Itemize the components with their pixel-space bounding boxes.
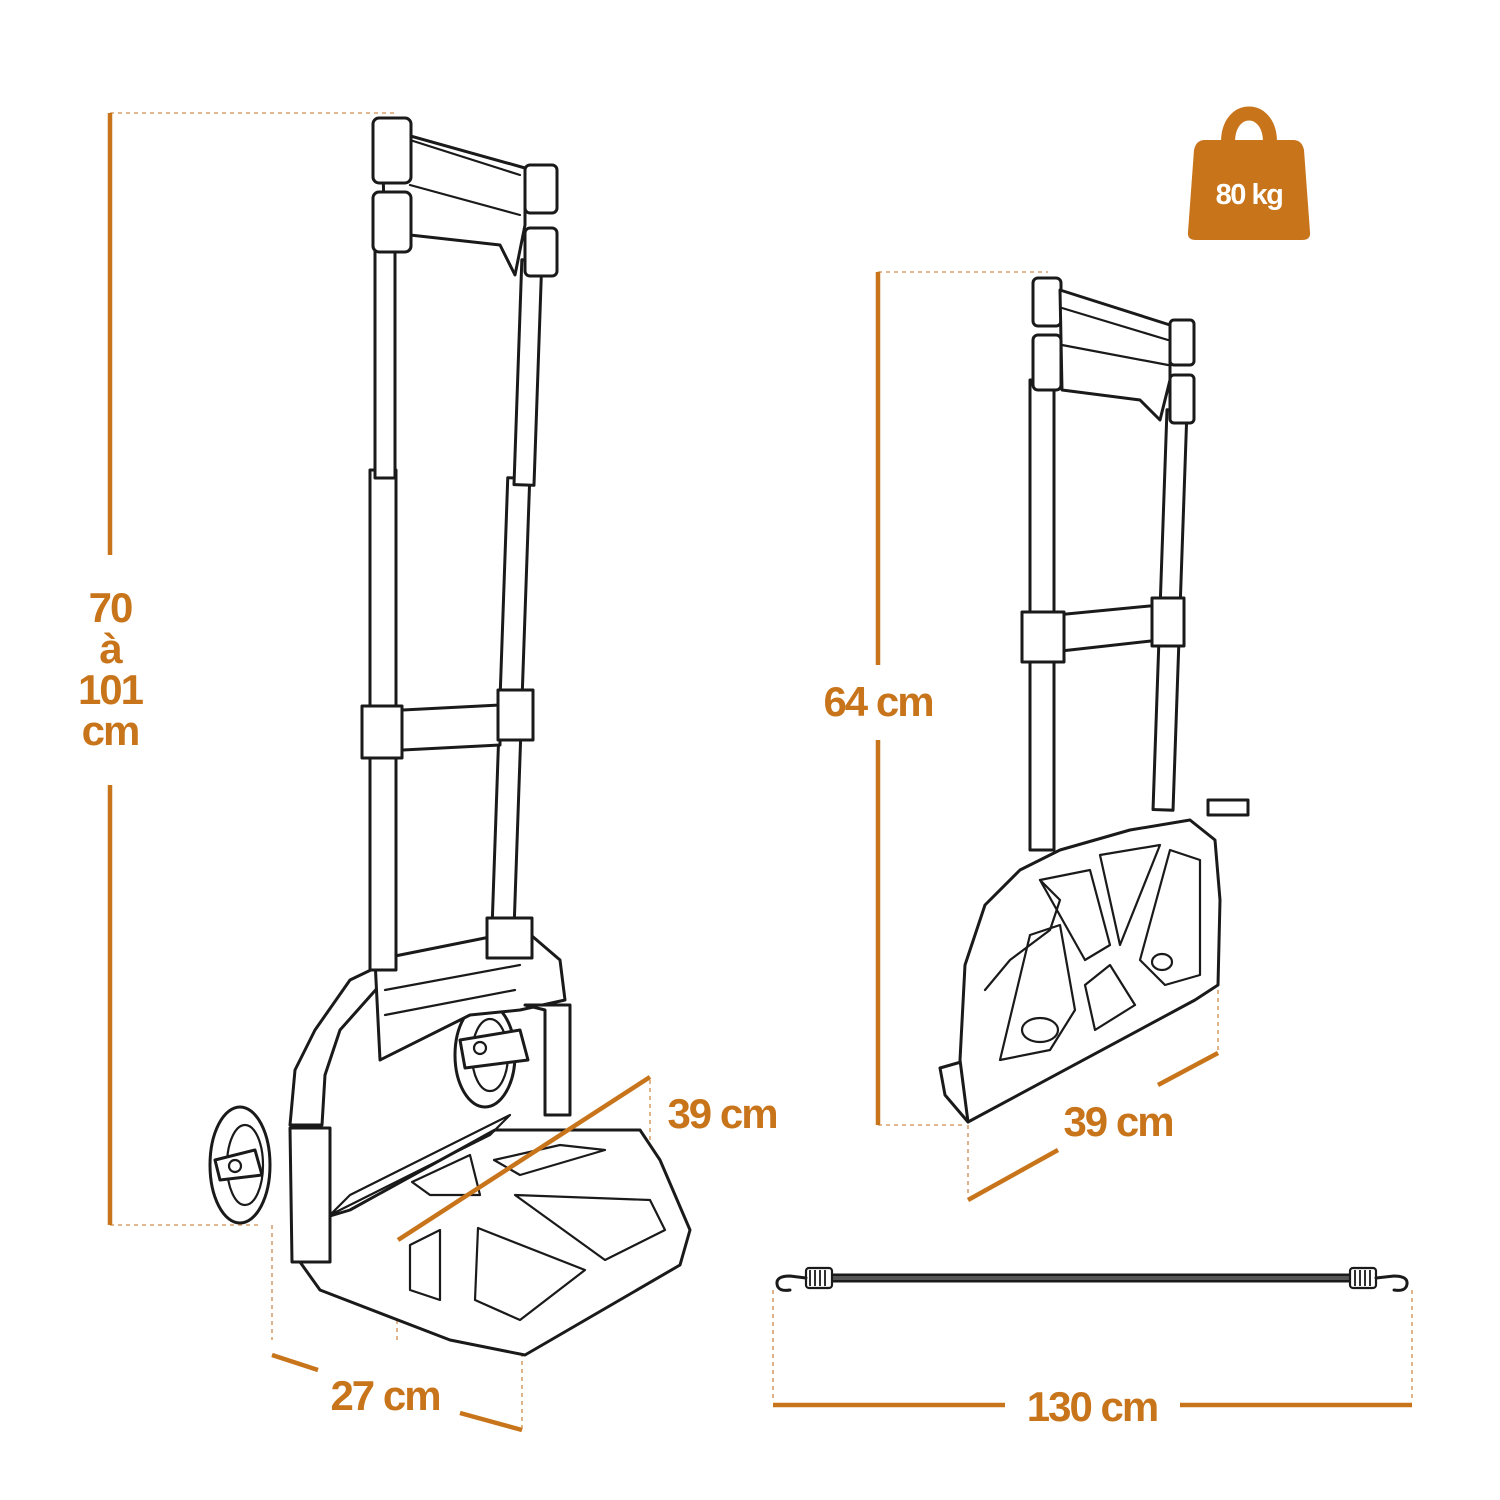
- unfolded-height-label-line3: 101: [78, 666, 144, 713]
- folded-height-label: 64 cm: [823, 678, 932, 725]
- weight-icon: [1187, 106, 1311, 240]
- folded-trolley-drawing: [875, 271, 1250, 1202]
- unfolded-depth-label: 27 cm: [330, 1372, 439, 1419]
- unfolded-trolley-drawing: [107, 112, 692, 1433]
- folded-width-label: 39 cm: [1063, 1098, 1172, 1145]
- unfolded-height-label-line1: 70: [89, 584, 132, 631]
- weight-capacity-label: 80 kg: [1216, 179, 1283, 211]
- unfolded-height-label-line4: cm: [82, 707, 139, 754]
- unfolded-width-label: 39 cm: [667, 1090, 776, 1137]
- bungee-length-label: 130 cm: [1027, 1383, 1157, 1430]
- bungee-cord-drawing: [772, 1266, 1413, 1408]
- unfolded-height-label-line2: à: [99, 625, 123, 672]
